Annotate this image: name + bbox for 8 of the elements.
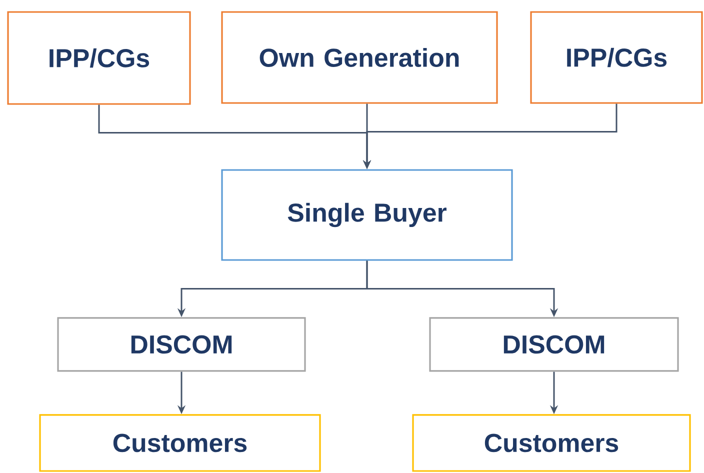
distributor-box: DISCOM xyxy=(57,317,306,372)
source-box: IPP/CGs xyxy=(7,11,191,105)
distributor-box: DISCOM xyxy=(429,317,679,372)
customer-box: Customers xyxy=(39,414,321,472)
source-box: Own Generation xyxy=(221,11,498,104)
buyer-box: Single Buyer xyxy=(221,169,513,261)
customer-box: Customers xyxy=(412,414,691,472)
source-box: IPP/CGs xyxy=(530,11,703,104)
